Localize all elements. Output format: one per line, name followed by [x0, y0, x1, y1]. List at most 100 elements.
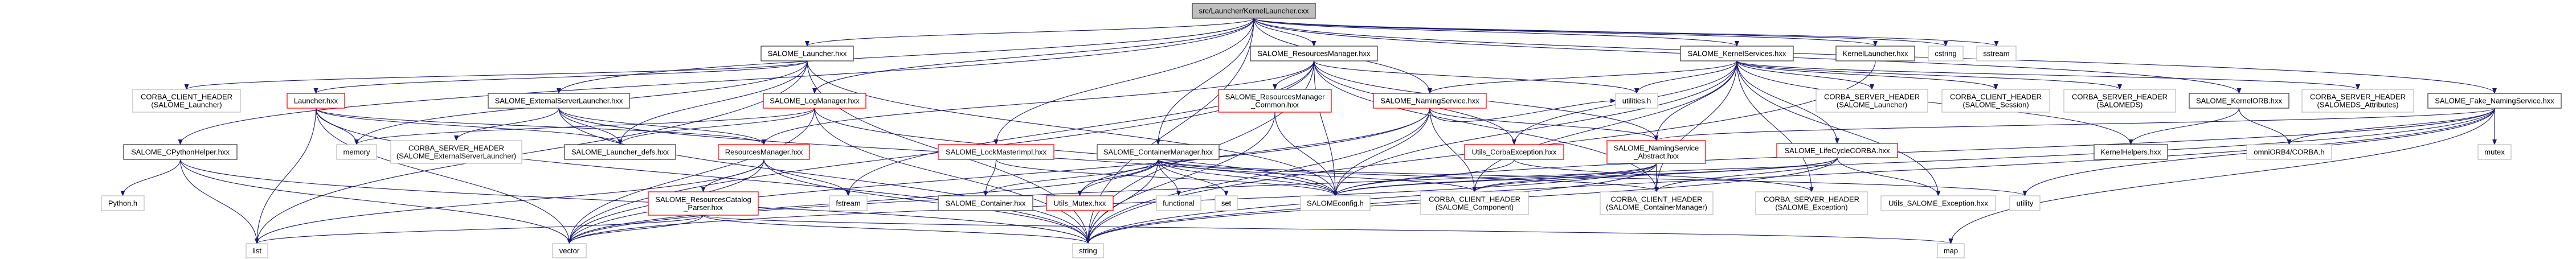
node-mutex[interactable]: mutex [2477, 144, 2512, 160]
node-python[interactable]: Python.h [101, 195, 145, 211]
node-lcc[interactable]: SALOME_LifeCycleCORBA.hxx [1776, 143, 1898, 158]
node-box [938, 144, 1054, 160]
node-csh_launcher[interactable]: CORBA_SERVER_HEADER(SALOME_Launcher) [1816, 89, 1928, 113]
node-lock[interactable]: SALOME_LockMasterImpl.hxx [938, 144, 1054, 160]
edge-lock-to-config [995, 159, 1338, 196]
node-srm[interactable]: SALOME_ResourcesManager.hxx [1250, 46, 1378, 61]
node-vector[interactable]: vector [552, 243, 587, 258]
node-cch_comp[interactable]: CORBA_CLIENT_HEADER(SALOME_Component) [1420, 191, 1529, 215]
node-ns[interactable]: SALOME_NamingService.hxx [1373, 93, 1487, 109]
node-utility[interactable]: utility [2009, 195, 2041, 211]
node-map[interactable]: map [1937, 243, 1965, 258]
edge-rm-to-list [255, 159, 764, 244]
node-klh[interactable]: KernelLauncher.hxx [1835, 46, 1915, 61]
node-label: _Parser.hxx [683, 203, 723, 212]
node-memory[interactable]: memory [336, 144, 377, 160]
edge-logm-to-defs [618, 108, 815, 145]
edge-cm-to-container [983, 159, 1159, 196]
node-string[interactable]: string [1072, 243, 1104, 258]
node-label: fstream [836, 199, 860, 208]
node-box [1937, 243, 1965, 258]
edge-root-to-lock [993, 18, 1254, 145]
node-omni[interactable]: omniORB4/CORBA.h [2246, 144, 2332, 160]
node-nsa[interactable]: SALOME_NamingService_Abstract.hxx [1606, 140, 1706, 164]
node-box [763, 93, 866, 109]
node-box [2301, 89, 2414, 113]
edge-parser-to-string [702, 215, 1090, 244]
node-box [1215, 195, 1238, 211]
node-label: sstream [1983, 50, 2009, 58]
node-csh_esl[interactable]: CORBA_SERVER_HEADER(SALOME_ExternalServe… [390, 140, 522, 164]
node-csh_salomeds[interactable]: CORBA_SERVER_HEADER(SALOMEDS) [2063, 89, 2176, 113]
node-box [287, 93, 345, 109]
node-box [1606, 140, 1706, 164]
node-cch_launcher[interactable]: CORBA_CLIENT_HEADER(SALOME_Launcher) [132, 89, 241, 113]
node-umutex[interactable]: Utils_Mutex.hxx [1046, 195, 1114, 211]
node-functional[interactable]: functional [1156, 195, 1201, 211]
node-sl[interactable]: SALOME_Launcher.hxx [760, 46, 854, 61]
node-korb[interactable]: SALOME_KernelORB.hxx [2189, 93, 2289, 109]
node-box [2427, 93, 2562, 109]
node-cch_session[interactable]: CORBA_CLIENT_HEADER(SALOME_Session) [1941, 89, 2050, 113]
node-defs[interactable]: SALOME_Launcher_defs.hxx [564, 144, 676, 160]
node-box [1072, 243, 1104, 258]
node-launcher[interactable]: Launcher.hxx [287, 93, 345, 109]
node-label: SALOME_KernelORB.hxx [2196, 97, 2283, 105]
node-label: (SALOMEDS) [2097, 101, 2143, 109]
edge-sl-to-cch_launcher [184, 60, 808, 90]
edge-sl-to-launcher [313, 60, 808, 94]
node-sstream[interactable]: sstream [1976, 46, 2017, 61]
node-label: SALOME_Fake_NamingService.hxx [2435, 97, 2554, 105]
node-label: Python.h [108, 199, 137, 208]
node-config[interactable]: SALOMEconfig.h [1300, 195, 1371, 211]
node-label: _Common.hxx [1250, 101, 1299, 109]
edge-root-to-logm [812, 18, 1254, 94]
edge-logm-to-config [814, 108, 1338, 196]
node-box [718, 144, 810, 160]
node-fstream[interactable]: fstream [829, 195, 868, 211]
node-corbaexc[interactable]: Utils_CorbaException.hxx [1464, 144, 1564, 160]
node-container[interactable]: SALOME_Container.hxx [938, 195, 1033, 211]
edge-fakens-to-nsa [1654, 108, 2495, 141]
node-rm[interactable]: ResourcesManager.hxx [718, 144, 810, 160]
node-esl[interactable]: SALOME_ExternalServerLauncher.hxx [488, 93, 630, 109]
node-label: omniORB4/CORBA.h [2254, 148, 2324, 157]
node-box [1373, 93, 1487, 109]
edge-lcc-to-cch_cm [1654, 157, 1838, 192]
node-logm[interactable]: SALOME_LogManager.hxx [763, 93, 866, 109]
node-cpy[interactable]: SALOME_CPythonHelper.hxx [123, 144, 238, 160]
edge-sks-to-csh_launcher [1736, 60, 1874, 90]
edge-sks-to-cch_cm [1654, 60, 1737, 192]
node-box [1835, 46, 1915, 61]
edge-logm-to-string [814, 108, 1090, 244]
node-root[interactable]: src/Launcher/KernelLauncher.cxx [1192, 3, 1316, 19]
node-csh_attr[interactable]: CORBA_SERVER_HEADER(SALOMEDS_Attributes) [2301, 89, 2414, 113]
edge-launcher-to-list [255, 108, 317, 244]
node-cch_cm[interactable]: CORBA_CLIENT_HEADER(SALOME_ContainerMana… [1600, 191, 1714, 215]
node-label: SALOME_NamingService.hxx [1380, 97, 1479, 105]
node-list[interactable]: list [246, 243, 268, 258]
node-csh_exc[interactable]: CORBA_SERVER_HEADER(SALOME_Exception) [1755, 191, 1868, 215]
node-srmc[interactable]: SALOME_ResourcesManager_Common.hxx [1218, 89, 1332, 113]
node-cstring[interactable]: cstring [1928, 46, 1964, 61]
edge-corbaexc-to-csh_exc [1514, 159, 1814, 192]
node-parser[interactable]: SALOME_ResourcesCatalog_Parser.hxx [648, 191, 759, 216]
node-sks[interactable]: SALOME_KernelServices.hxx [1680, 46, 1794, 61]
node-label: src/Launcher/KernelLauncher.cxx [1199, 7, 1309, 15]
node-cm[interactable]: SALOME_ContainerManager.hxx [1097, 144, 1220, 160]
edge-fakens-to-string [1086, 108, 2495, 244]
node-label: (SALOME_ExternalServerLauncher) [396, 152, 516, 161]
node-label: SALOME_ContainerManager.hxx [1103, 148, 1213, 157]
node-box [1776, 143, 1898, 158]
node-use[interactable]: Utils_SALOME_Exception.hxx [1880, 195, 1996, 211]
node-set[interactable]: set [1215, 195, 1238, 211]
node-utilities[interactable]: utilities.h [1615, 93, 1658, 109]
node-label: SALOME_Launcher_defs.hxx [571, 148, 669, 157]
edge-cm-to-config [1158, 159, 1338, 196]
node-fakens[interactable]: SALOME_Fake_NamingService.hxx [2427, 93, 2562, 109]
node-label: CORBA_SERVER_HEADER [2072, 93, 2168, 101]
node-label: (SALOME_Exception) [1775, 203, 1847, 212]
node-helpers[interactable]: KernelHelpers.hxx [2093, 144, 2168, 160]
edge-sks-to-csh_exc [1736, 60, 1814, 192]
node-label: CORBA_SERVER_HEADER [408, 144, 504, 153]
